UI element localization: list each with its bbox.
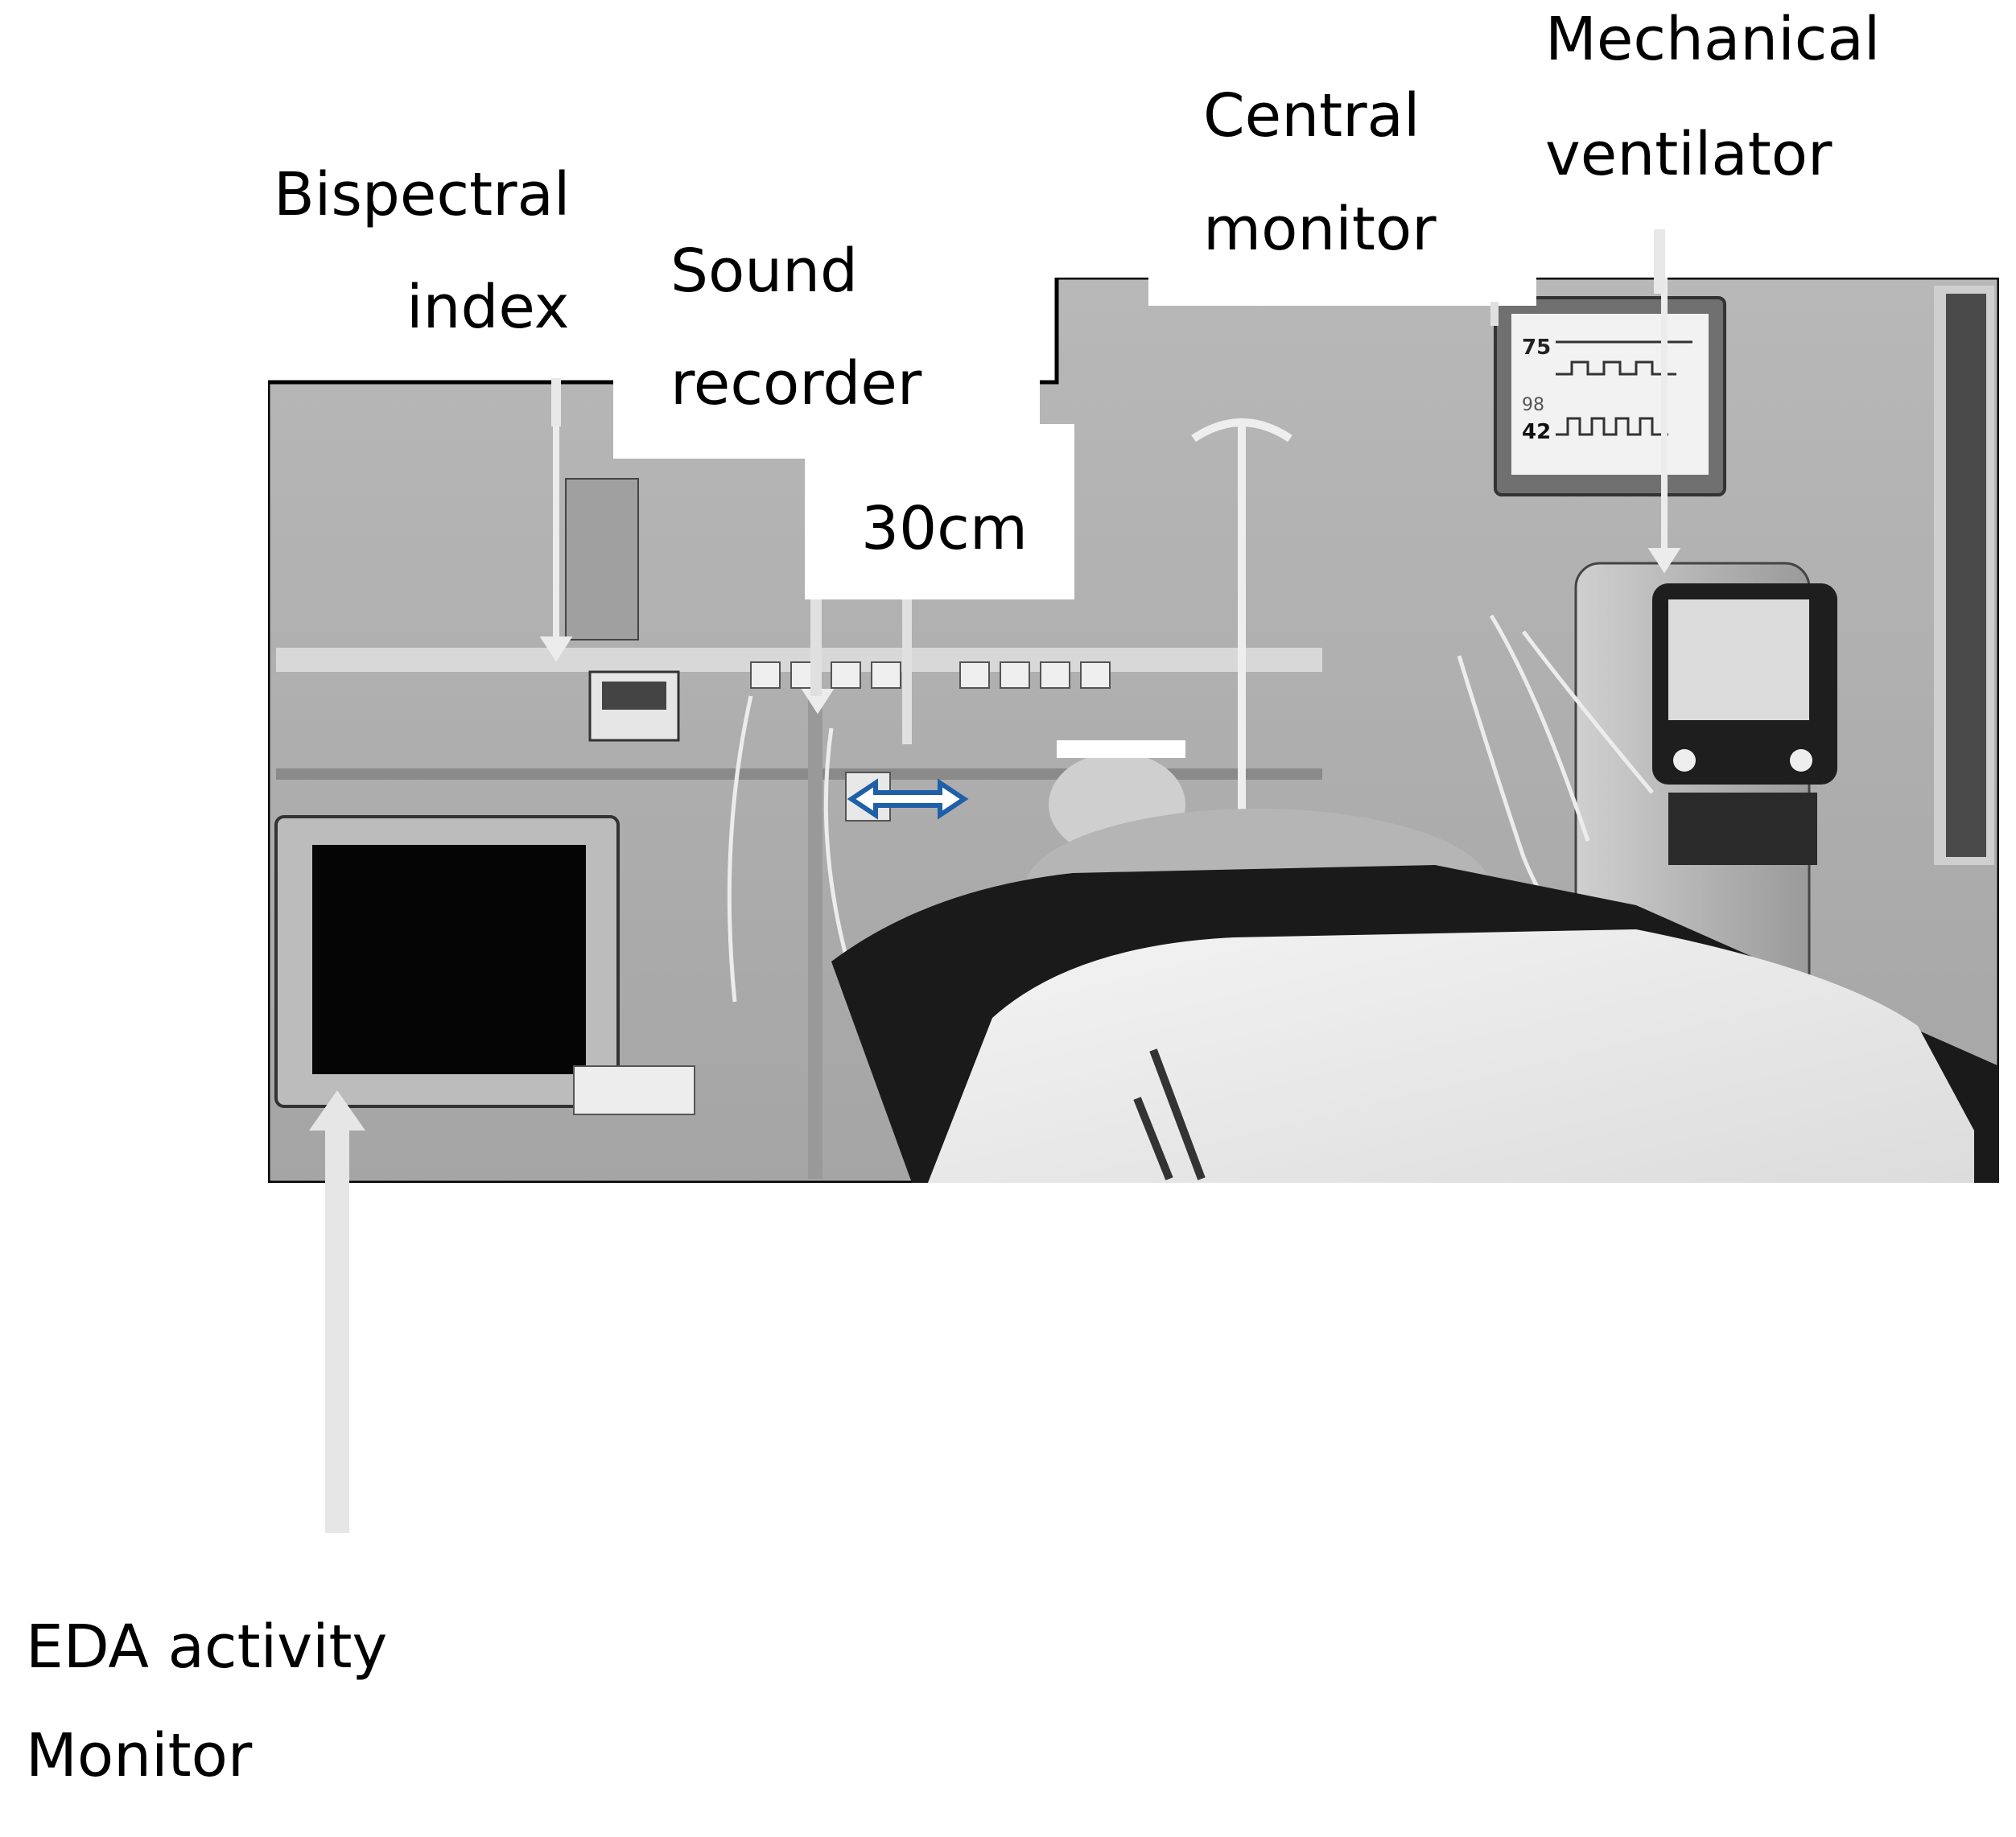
label-sound-1: Sound xyxy=(670,237,859,306)
label-central-2: monitor xyxy=(1203,195,1437,264)
arrow-eda-stem xyxy=(325,1118,349,1533)
arrow-eda-head xyxy=(309,1090,365,1131)
label-eda-1: EDA activity xyxy=(26,1613,388,1682)
arrow-distance xyxy=(902,599,912,744)
arrow-ventilator xyxy=(1654,229,1665,294)
eda-monitor-screen xyxy=(312,845,586,1074)
label-bispectral-1: Bispectral xyxy=(274,160,571,229)
white-blanket xyxy=(928,929,1974,1183)
eye-cover xyxy=(1057,740,1185,758)
arrow-central xyxy=(1490,302,1499,326)
label-bispectral-2: index xyxy=(406,273,570,342)
tubing xyxy=(727,614,1654,1003)
label-central-1: Central xyxy=(1203,81,1420,150)
label-eda-2: Monitor xyxy=(26,1721,253,1790)
label-ventilator-2: ventilator xyxy=(1545,120,1833,189)
central-monitor-screen xyxy=(1511,314,1709,475)
shelf-device-screen xyxy=(602,682,666,710)
label-box-sound xyxy=(613,241,1040,459)
label-ventilator-1: Mechanical xyxy=(1545,5,1881,74)
label-box-central xyxy=(1148,241,1536,306)
infusion-pump xyxy=(565,478,639,640)
monitor-value-2: 98 xyxy=(1522,395,1544,415)
eda-desk-device xyxy=(573,1065,695,1115)
arrow-sound xyxy=(810,599,822,696)
iv-pole xyxy=(1191,418,1292,841)
arrow-bispectral xyxy=(551,378,561,426)
icu-photo: 75 98 42 xyxy=(268,278,1999,1183)
ventilator-base xyxy=(1668,793,1817,865)
distance-double-arrow xyxy=(847,778,969,820)
label-sound-2: recorder xyxy=(670,349,922,418)
monitor-value-3: 42 xyxy=(1522,420,1551,444)
label-distance: 30cm xyxy=(861,494,1028,563)
label-box-distance xyxy=(805,424,1074,599)
ventilator-screen xyxy=(1668,599,1809,720)
monitor-value-1: 75 xyxy=(1522,336,1551,360)
